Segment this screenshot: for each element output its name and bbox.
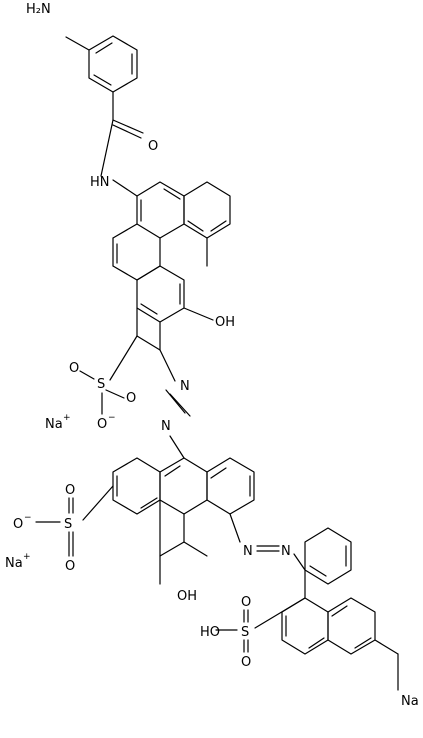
sulfo3-ho: HO — [200, 625, 220, 640]
sulfo2-charge: − — [24, 513, 32, 523]
upper-naphthalene — [136, 181, 231, 267]
sulfonate-2 — [35, 497, 74, 557]
sulfo3-o-top: O — [241, 595, 251, 610]
sulfo2-o-top: O — [65, 483, 75, 498]
sulfo1-s: S — [97, 377, 105, 392]
sodium-2: Na — [5, 556, 23, 571]
sodium-1: Na — [45, 417, 63, 432]
sodium-2-charge: + — [23, 552, 31, 562]
sulfo1-o-top: O — [69, 361, 79, 376]
sulfonate-1 — [79, 370, 125, 415]
sulfo2-s: S — [64, 517, 72, 532]
azo-2 — [229, 513, 306, 571]
sodium-1-charge: + — [63, 413, 71, 423]
sulfo3-s: S — [241, 625, 249, 640]
naphthalene-sulfonic — [215, 527, 399, 691]
nh2-label: H₂N — [26, 2, 51, 17]
bonds-main — [109, 223, 214, 459]
sulfo1-o-right: O — [126, 391, 136, 406]
sulfo1-charge: − — [108, 413, 116, 423]
oh-label-2: OH — [177, 589, 197, 604]
sulfo3-o-bottom: O — [241, 655, 251, 670]
amide-group — [100, 119, 144, 197]
sulfo2-o-bottom: O — [65, 559, 75, 574]
atom-labels: H₂N O HN OH N N O S O O − Na + O O − S O… — [5, 2, 419, 709]
amide-nh-label: HN — [90, 175, 110, 190]
sulfo2-o-left: O — [13, 517, 23, 532]
azo-n-label-b2: N — [281, 544, 291, 559]
sodium-3: Na — [401, 694, 419, 709]
azo-n-label-a1: N — [180, 379, 190, 394]
sulfo1-o-bottom: O — [97, 417, 107, 432]
oh-label-1: OH — [215, 315, 235, 330]
aminophenyl-ring — [65, 35, 138, 121]
azo-n-label-b1: N — [243, 544, 253, 559]
amide-o-label: O — [148, 139, 158, 154]
azo-n-label-a2: N — [161, 419, 171, 434]
lower-naphthalene — [82, 457, 255, 585]
